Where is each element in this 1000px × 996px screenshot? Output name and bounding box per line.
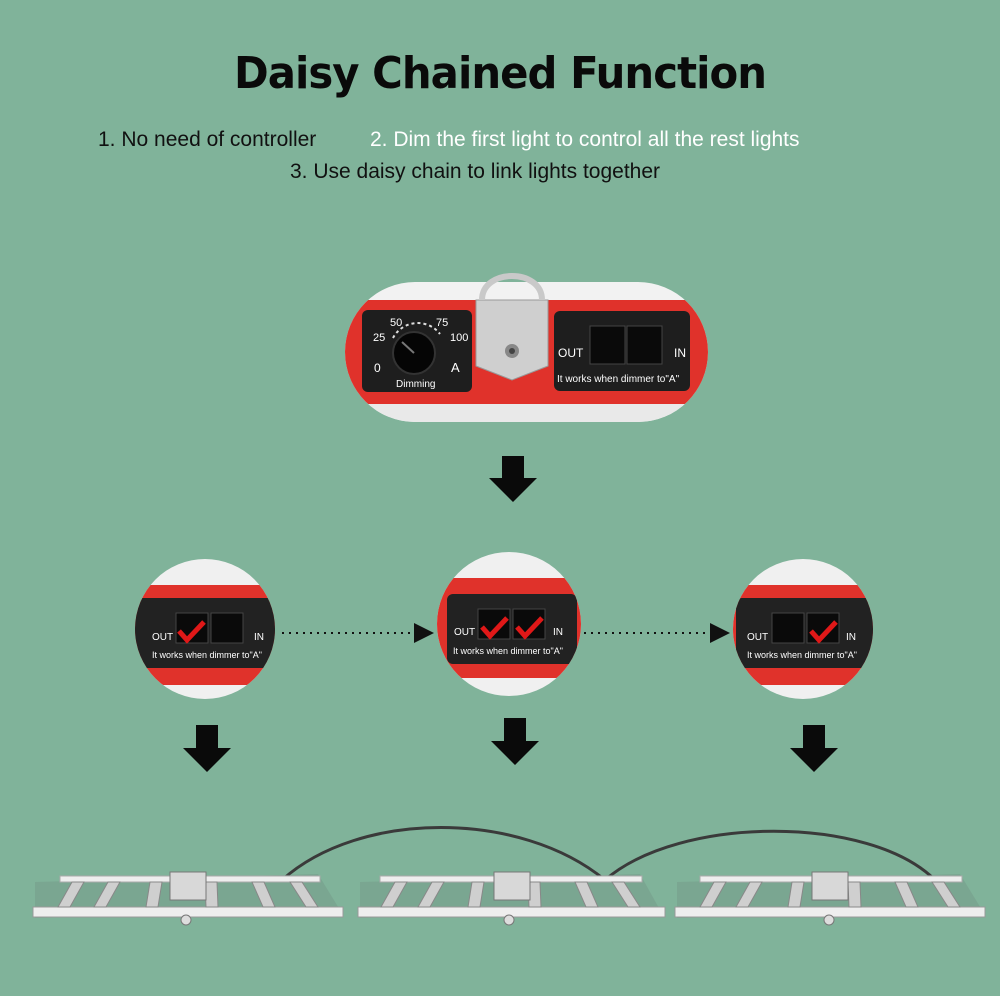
port-closeup-1: OUT IN It works when dimmer to"A" — [135, 559, 275, 699]
arrow-down-3 — [790, 725, 838, 772]
check-icon — [177, 620, 206, 644]
controller-closeup: 0 25 50 75 100 A Dimming OUT IN It works… — [345, 273, 708, 422]
dimmer-label: Dimming — [396, 379, 435, 390]
svg-text:It works when dimmer to"A": It works when dimmer to"A" — [152, 650, 262, 660]
arrow-down-1 — [183, 725, 231, 772]
port-closeup-3: OUT IN It works when dimmer to"A" — [733, 559, 873, 699]
svg-text:It works when dimmer to"A": It works when dimmer to"A" — [747, 650, 857, 660]
daisy-chain-cable-2 — [604, 829, 937, 882]
svg-text:It works when dimmer to"A": It works when dimmer to"A" — [453, 646, 563, 656]
dimmer-mark-75: 75 — [436, 317, 448, 329]
dimmer-mark-100: 100 — [450, 332, 468, 344]
port-out-label: OUT — [558, 346, 584, 360]
port-in-label: IN — [674, 346, 686, 360]
daisy-chain-cable-1 — [280, 826, 606, 882]
grow-light-1 — [32, 871, 344, 926]
svg-text:OUT: OUT — [747, 632, 768, 643]
check-icon — [515, 616, 544, 640]
dimmer-mark-0: 0 — [374, 361, 381, 375]
dimmer-mark-50: 50 — [390, 317, 402, 329]
page-title: Daisy Chained Function — [233, 48, 767, 99]
svg-text:OUT: OUT — [454, 627, 475, 638]
hanging-bracket — [475, 299, 549, 381]
arrow-down-2 — [491, 718, 539, 765]
grow-light-2 — [357, 871, 666, 926]
port-closeup-2: OUT IN It works when dimmer to"A" — [437, 552, 581, 696]
check-icon — [809, 620, 838, 644]
feature-1: 1. No need of controller — [98, 128, 317, 151]
dimmer-mark-a: A — [451, 360, 460, 375]
svg-text:IN: IN — [254, 632, 264, 643]
dimmer-mark-25: 25 — [373, 332, 385, 344]
port-note: It works when dimmer to"A" — [557, 374, 680, 385]
feature-3: 3. Use daisy chain to link lights togeth… — [290, 160, 661, 183]
arrow-down-main — [489, 456, 537, 502]
feature-2: 2. Dim the first light to control all th… — [370, 128, 800, 151]
svg-text:IN: IN — [553, 627, 563, 638]
svg-text:IN: IN — [846, 632, 856, 643]
check-icon — [480, 616, 509, 640]
grow-light-3 — [674, 871, 986, 926]
svg-text:OUT: OUT — [152, 632, 173, 643]
